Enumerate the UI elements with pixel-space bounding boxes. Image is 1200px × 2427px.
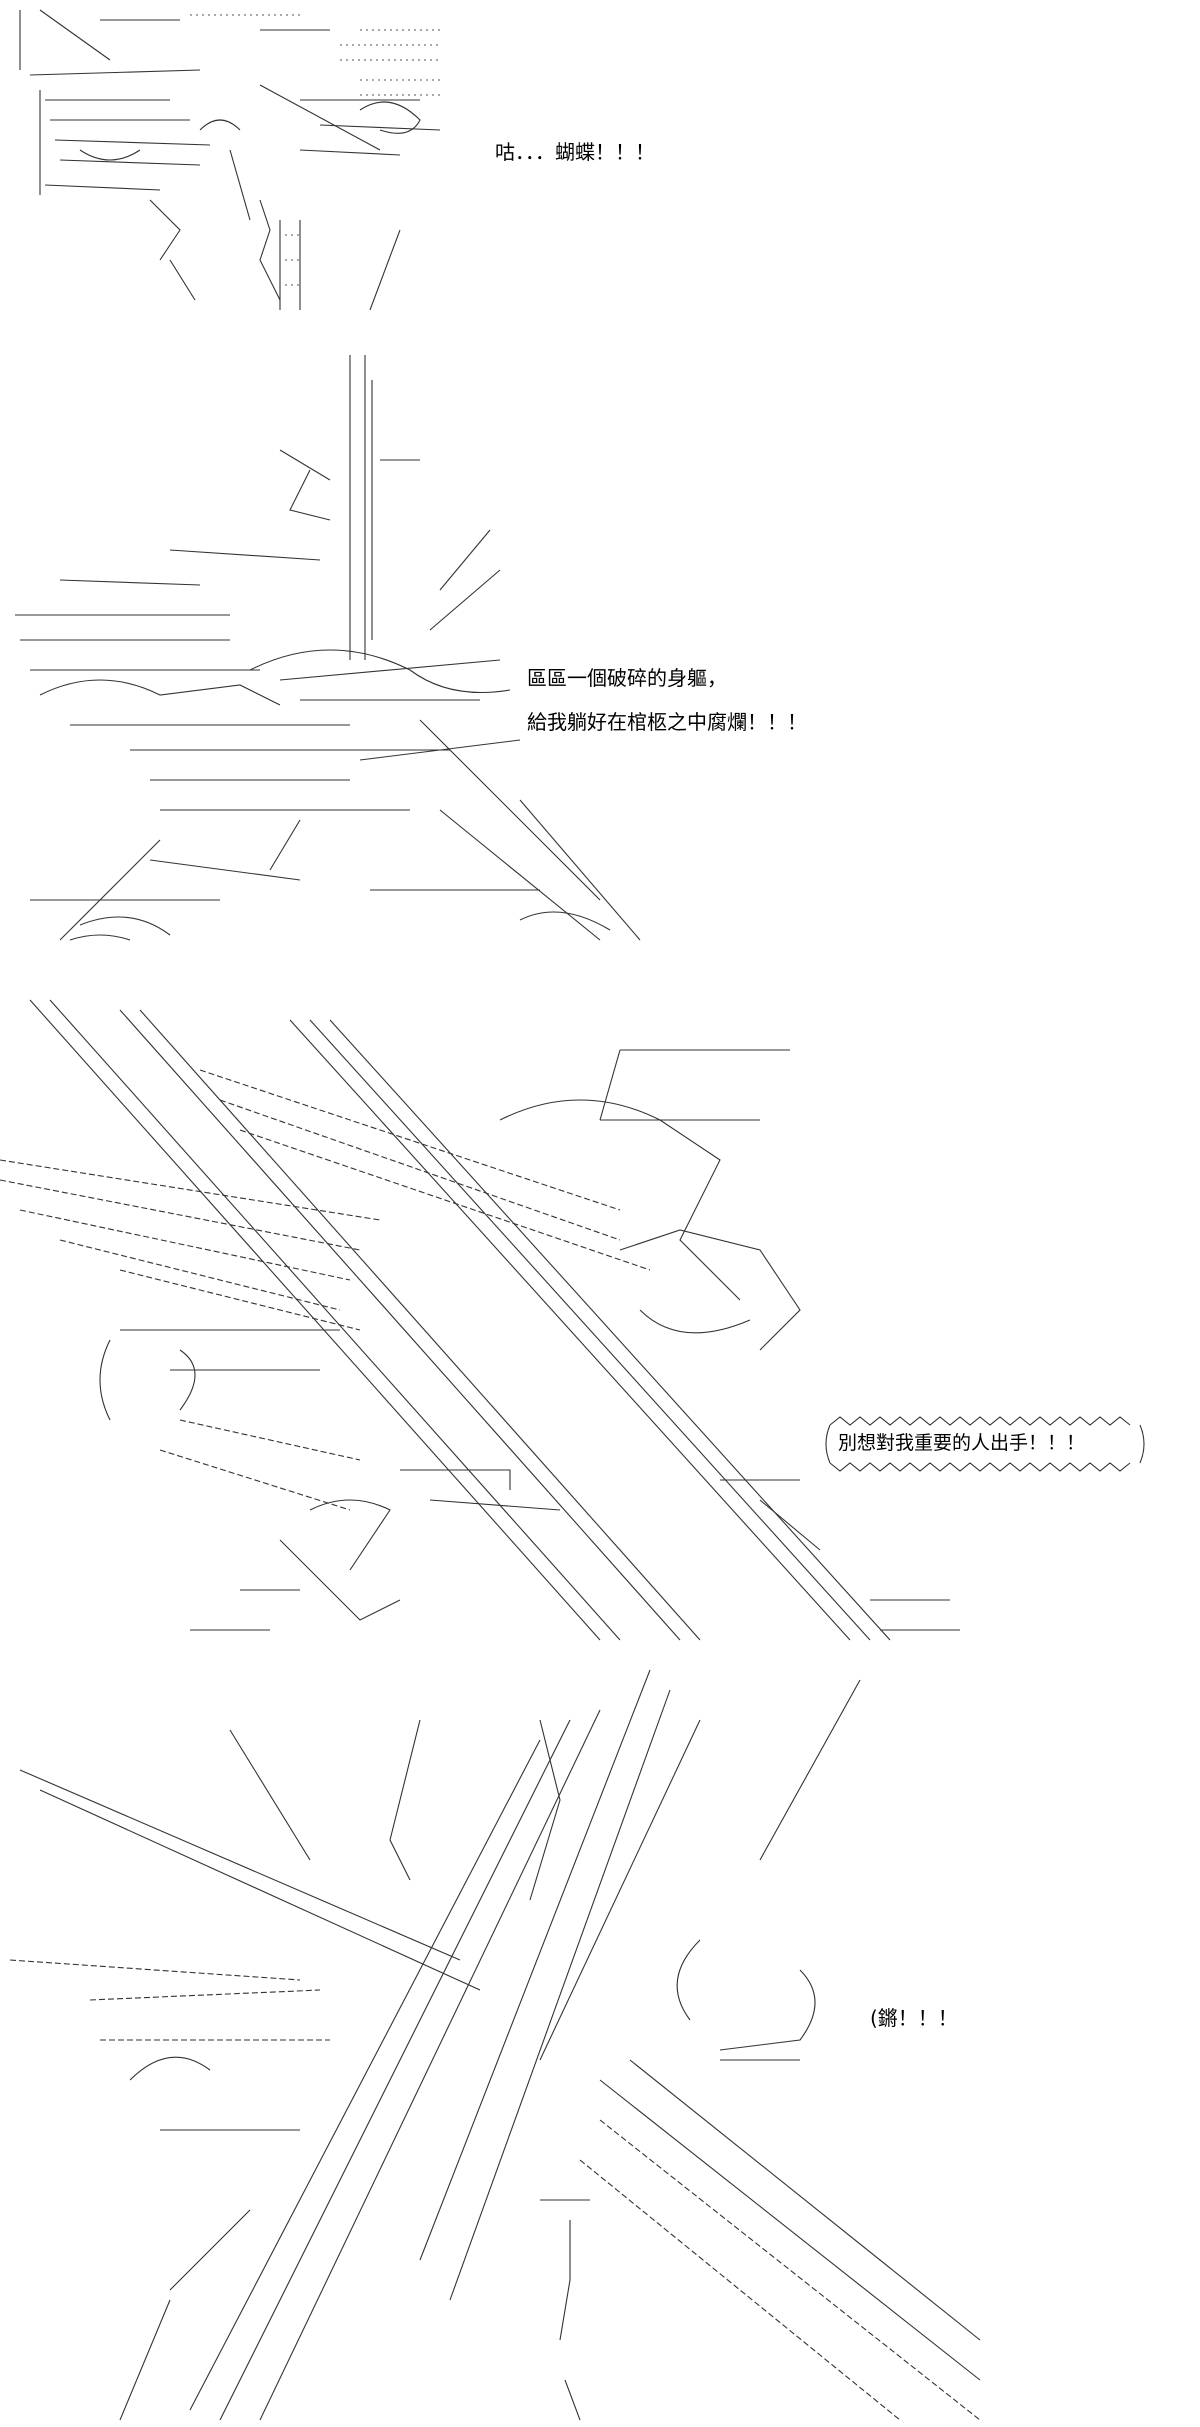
panel-1: 咕．．．蝴蝶！！！ xyxy=(0,0,1200,330)
ascii-art-diagonal-clash xyxy=(0,999,960,1641)
dialog-text: 別想對我重要的人出手！！！ xyxy=(838,1432,1086,1454)
dialog-text: 區區一個破碎的身軀， xyxy=(527,666,727,690)
ascii-art-starburst-figure xyxy=(15,355,641,941)
panel-3: 別想對我重要的人出手！！！ xyxy=(0,990,1200,1650)
dialog-text: 咕．．．蝴蝶！！！ xyxy=(495,140,655,164)
speech-burst xyxy=(825,1416,1145,1472)
dialog-text: (鏘！！！ xyxy=(870,2006,958,2030)
panel-4: (鏘！！！ xyxy=(0,1660,1200,2427)
dialog-text: 給我躺好在棺柩之中腐爛！！！ xyxy=(527,710,807,734)
ascii-art-crossing-blades xyxy=(19,9,441,311)
ascii-art-blade-strike xyxy=(9,1669,981,2421)
panel-2: 區區一個破碎的身軀， 給我躺好在棺柩之中腐爛！！！ xyxy=(0,340,1200,950)
